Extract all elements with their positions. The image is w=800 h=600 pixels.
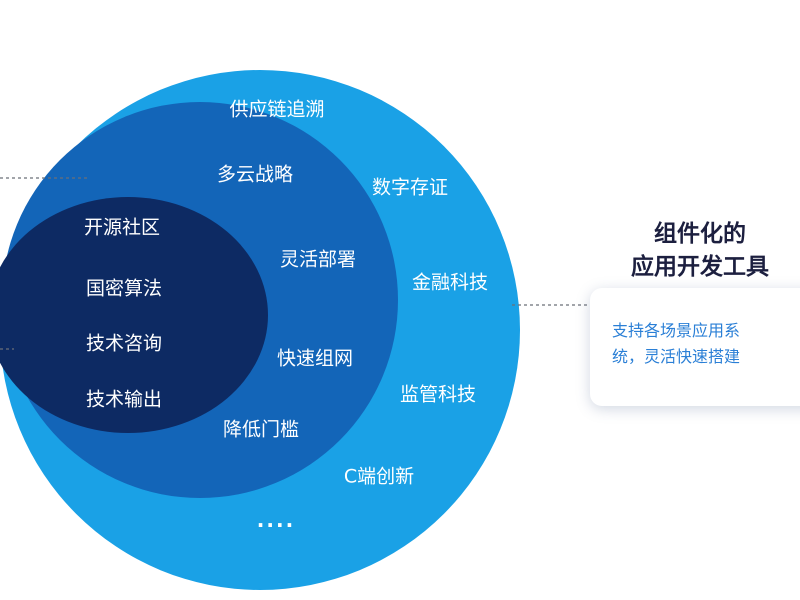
- callout-card: 支持各场景应用系 统，灵活快速搭建: [590, 288, 800, 406]
- middle-item-multicloud: 多云战略: [216, 163, 294, 186]
- outer-item-fintech: 金融科技: [411, 271, 489, 294]
- outer-item-evidence: 数字存证: [371, 176, 449, 199]
- middle-item-threshold: 降低门槛: [222, 418, 300, 441]
- callout-desc-line-1: 支持各场景应用系: [612, 321, 741, 340]
- callout-description: 支持各场景应用系 统，灵活快速搭建: [612, 318, 800, 370]
- outer-item-consumer: C端创新: [343, 465, 415, 488]
- inner-item-output: 技术输出: [85, 388, 163, 411]
- outer-item-supply-chain: 供应链追溯: [229, 98, 325, 121]
- inner-item-crypto: 国密算法: [85, 277, 163, 300]
- callout-title-line-2: 应用开发工具: [631, 254, 769, 280]
- middle-item-network: 快速组网: [276, 347, 354, 370]
- callout-title-line-1: 组件化的: [654, 221, 746, 247]
- inner-circle: [0, 197, 268, 433]
- inner-item-consulting: 技术咨询: [85, 332, 163, 355]
- inner-item-open-source: 开源社区: [83, 216, 161, 239]
- middle-item-deploy: 灵活部署: [279, 248, 357, 271]
- callout-desc-line-2: 统，灵活快速搭建: [612, 347, 741, 366]
- more-dots: ....: [256, 508, 296, 532]
- outer-item-regtech: 监管科技: [399, 383, 477, 406]
- callout-title: 组件化的 应用开发工具: [605, 218, 795, 284]
